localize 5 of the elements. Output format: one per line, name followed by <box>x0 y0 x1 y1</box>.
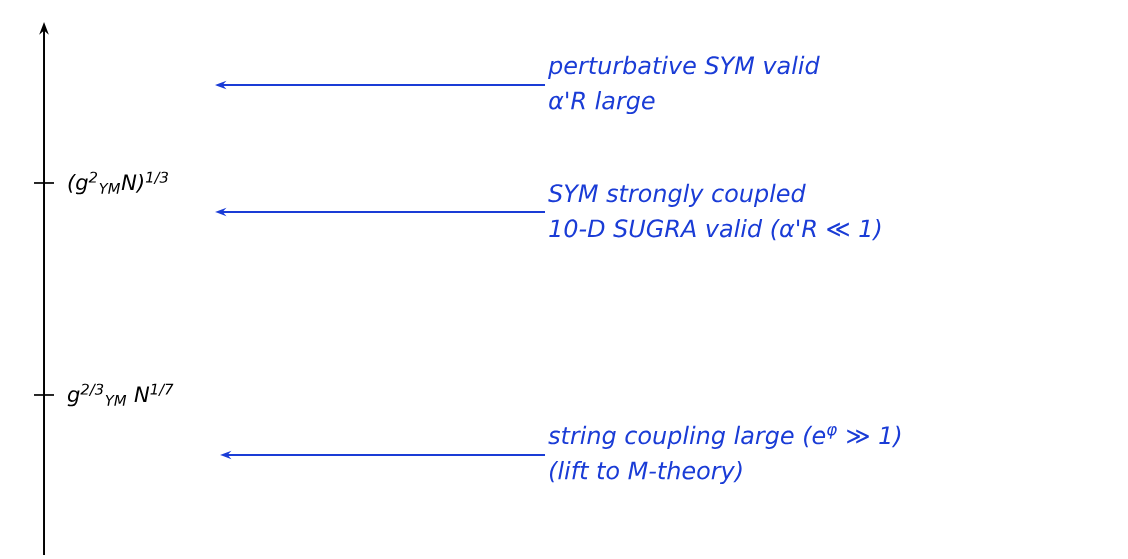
annotation-text: string coupling large (e$^{φ}$ ≫ 1) (lift to M-theory) <box>548 425 901 485</box>
tick-label: g$^{2/3}$$_{YM}$ N$^{1/7}$ <box>67 383 174 407</box>
annotation-text: SYM strongly coupled 10-D SUGRA valid (α'R ≪ 1) <box>548 183 881 241</box>
tick-label: (g$^{2}$$_{YM}$N)$^{1/3}$ <box>68 171 168 195</box>
annotation-text: perturbative SYM valid α'R large <box>548 55 820 115</box>
